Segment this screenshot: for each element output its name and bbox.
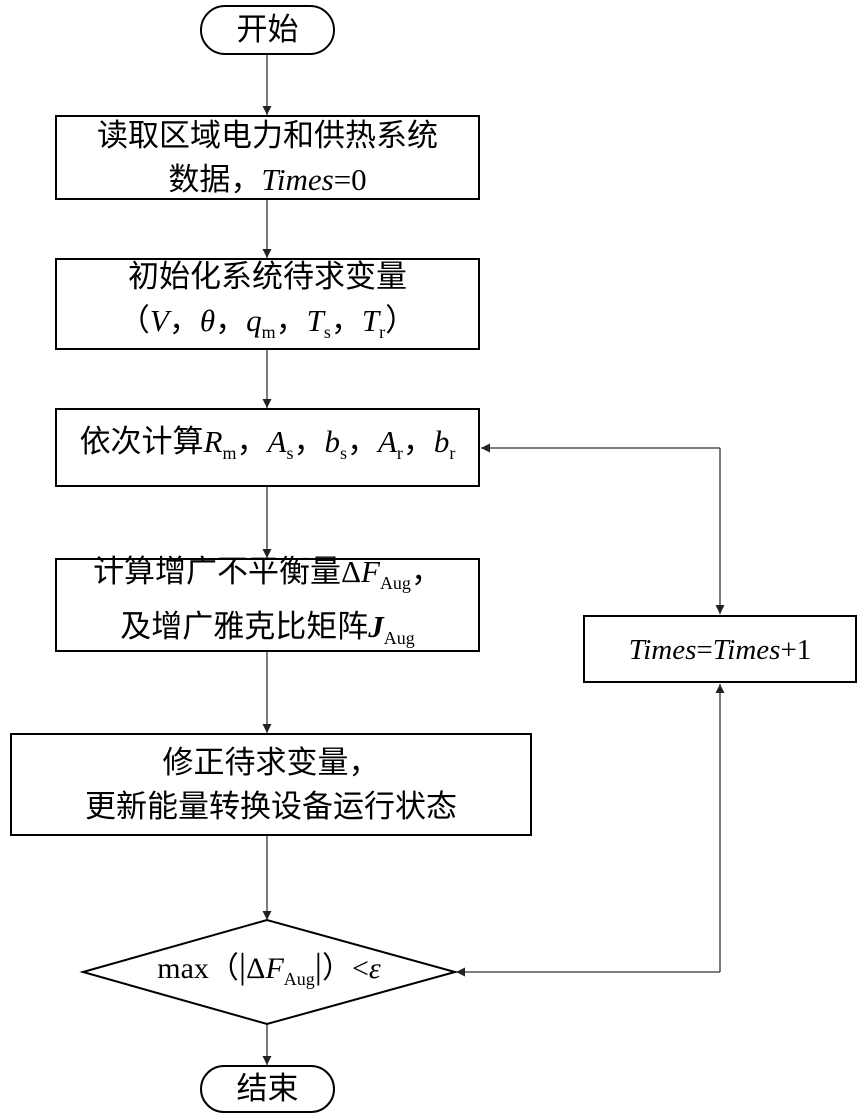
plus-one: +1 (780, 633, 812, 666)
times-initial-value: =0 (333, 161, 367, 197)
close-paren: ） (385, 302, 417, 339)
var-t-supply: T (306, 302, 324, 338)
delta-symbol: Δ (246, 951, 266, 985)
update-line-1: 修正待求变量， (163, 741, 380, 785)
read-data-box: 读取区域电力和供热系统 数据，Times=0 (55, 115, 480, 200)
var-q: q (246, 302, 262, 338)
separator: ， (330, 302, 362, 339)
compute-coefficients-box: 依次计算Rm，As，bs，Ar，br (55, 408, 480, 487)
var-j: J (368, 609, 384, 644)
subscript-r: r (449, 443, 456, 463)
decision-diamond (79, 918, 459, 1026)
subscript-s: s (286, 443, 294, 463)
read-data-text: 读取区域电力和供热系统 (97, 117, 438, 154)
subscript-aug: Aug (379, 573, 411, 593)
end-terminal: 结束 (200, 1065, 335, 1113)
read-data-line-1: 读取区域电力和供热系统 (97, 114, 438, 158)
var-theta: θ (199, 302, 216, 338)
subscript-aug: Aug (383, 628, 415, 648)
open-paren: （ (208, 950, 239, 986)
condition-line: max（|ΔFAug|）<ε (157, 944, 380, 1001)
separator: ， (275, 302, 307, 339)
var-b-return: b (433, 424, 450, 459)
subscript-s: s (339, 443, 347, 463)
increment-times-box: Times=Times+1 (583, 615, 857, 683)
init-line-1: 初始化系统待求变量 (128, 255, 407, 299)
abs-bar-right: | (314, 945, 322, 986)
max-function: max (157, 951, 209, 985)
subscript-m: m (261, 321, 276, 342)
var-v: V (149, 302, 169, 338)
separator: ， (236, 424, 268, 460)
less-than-sign: < (351, 951, 369, 985)
data-label: 数据， (168, 161, 262, 198)
abs-bar-left: | (238, 945, 247, 986)
equals-sign: = (696, 633, 713, 666)
init-variables-box: 初始化系统待求变量 （V，θ，qm，Ts，Tr） (55, 258, 480, 350)
delta-symbol: Δ (341, 554, 361, 589)
times-variable: Times (628, 633, 697, 666)
close-paren: ） (321, 950, 352, 986)
separator: ， (215, 302, 247, 339)
increment-line: Times=Times+1 (629, 627, 812, 672)
subscript-aug: Aug (283, 968, 315, 989)
times-variable: Times (261, 161, 334, 197)
var-r: R (203, 424, 223, 459)
compute-line-1: 依次计算Rm，As，bs，Ar，br (80, 420, 456, 475)
update-line-2: 更新能量转换设备运行状态 (85, 785, 457, 829)
var-f: F (361, 554, 380, 589)
open-paren: （ (118, 302, 150, 339)
separator: ， (410, 554, 442, 590)
update-text-2: 更新能量转换设备运行状态 (85, 788, 457, 825)
separator: ， (168, 302, 200, 339)
read-data-line-2: 数据，Times=0 (168, 158, 366, 202)
end-label: 结束 (236, 1071, 299, 1107)
subscript-r: r (396, 443, 403, 463)
separator: ， (402, 424, 434, 460)
compute-text: 依次计算 (79, 424, 204, 460)
convergence-condition: max（|ΔFAug|）<ε (83, 946, 455, 998)
subscript-s: s (323, 321, 331, 342)
var-epsilon: ε (368, 951, 381, 985)
separator: ， (293, 424, 325, 460)
jacobian-text: 及增广雅克比矩阵 (120, 609, 369, 645)
update-text-1: 修正待求变量， (162, 744, 380, 781)
compute-mismatch-box: 计算增广不平衡量ΔFAug， 及增广雅克比矩阵JAug (55, 554, 480, 652)
init-line-2: （V，θ，qm，Ts，Tr） (119, 299, 416, 354)
subscript-r: r (379, 321, 386, 342)
var-b-supply: b (324, 424, 340, 459)
var-a-return: A (377, 424, 397, 459)
separator: ， (346, 424, 378, 460)
start-label: 开始 (236, 12, 299, 48)
mismatch-line-2: 及增广雅克比矩阵JAug (120, 605, 415, 660)
start-terminal: 开始 (200, 5, 335, 55)
mismatch-text: 计算增广不平衡量 (93, 554, 342, 590)
var-t-return: T (361, 302, 380, 338)
var-a-supply: A (267, 424, 287, 459)
update-state-box: 修正待求变量， 更新能量转换设备运行状态 (10, 733, 532, 836)
subscript-m: m (222, 443, 237, 463)
mismatch-line-1: 计算增广不平衡量ΔFAug， (93, 550, 442, 605)
init-text: 初始化系统待求变量 (128, 258, 407, 295)
var-f: F (265, 951, 284, 985)
times-variable: Times (712, 633, 781, 666)
